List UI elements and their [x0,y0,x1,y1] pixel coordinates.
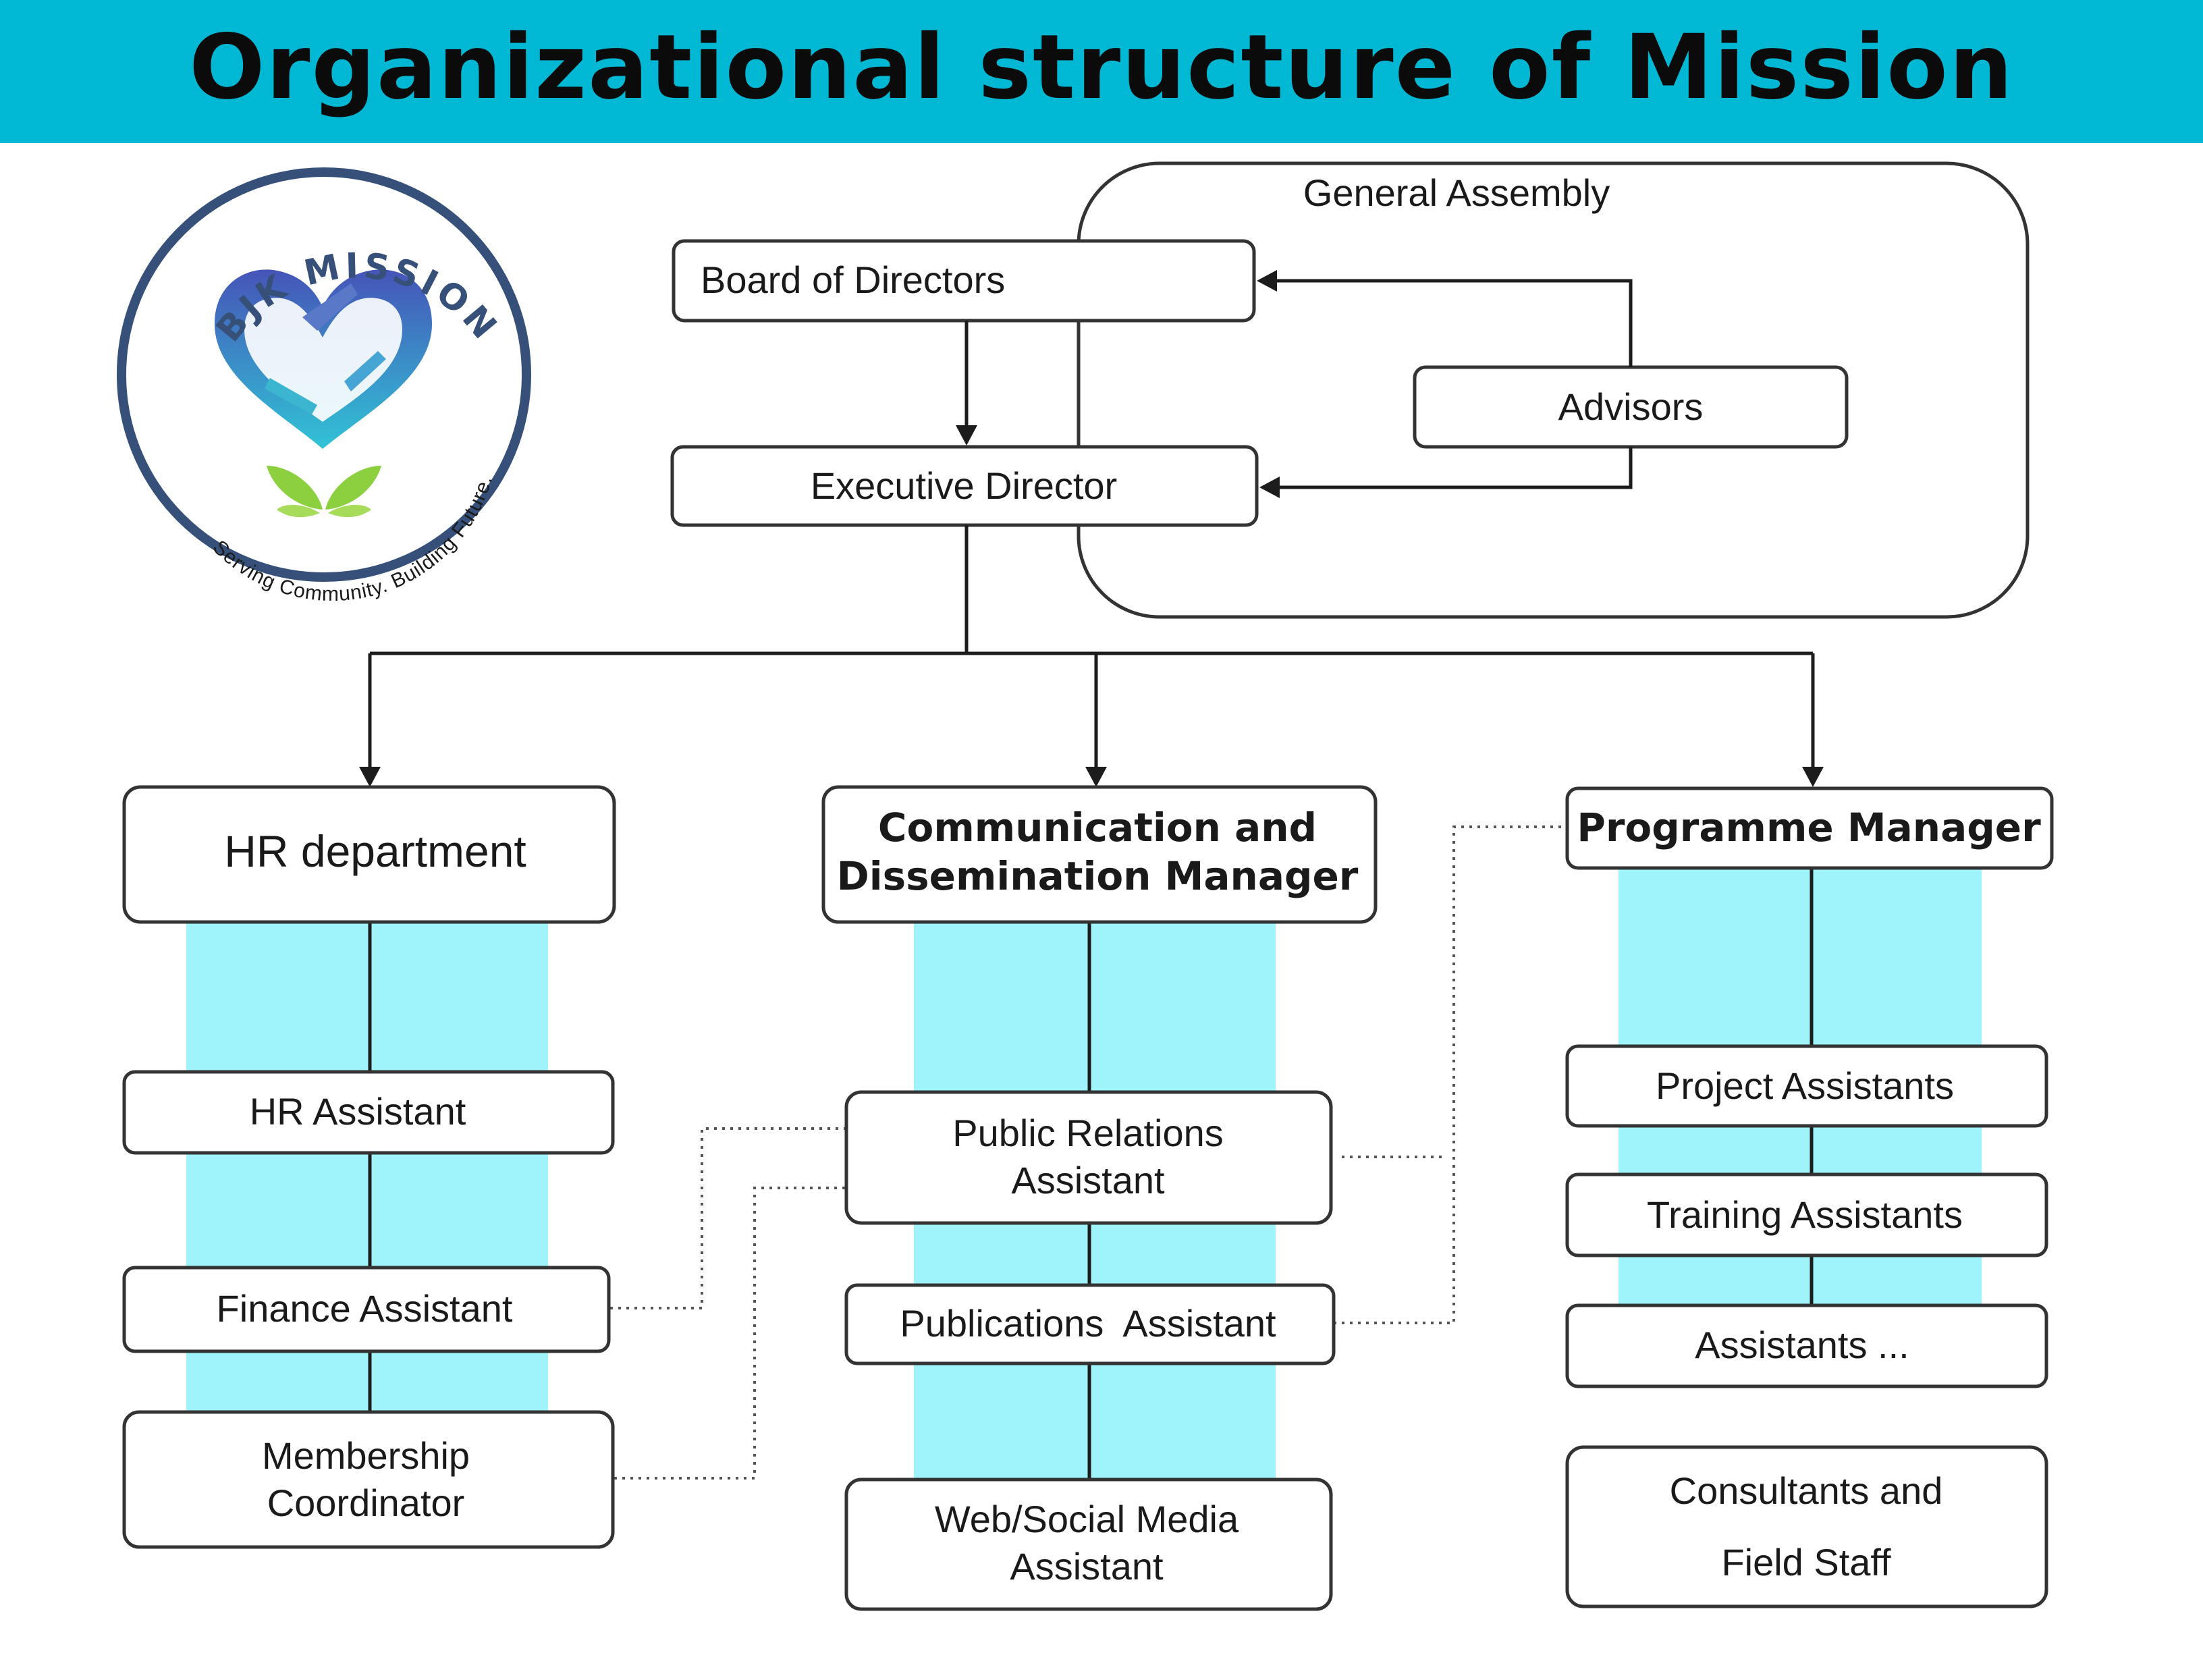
publications-assistant-box [844,1283,1336,1365]
comm-manager-label-line2: Dissemination Manager [837,853,1359,899]
finance-assistant-label: Finance Assistant [217,1287,513,1330]
web-social-media-box [844,1478,1333,1611]
hr-assistant-box [122,1070,615,1155]
consultants-field-staff-box [1565,1445,2048,1608]
leaf-sprout-icon [267,466,381,518]
assistants-label: Assistants ... [1695,1324,1909,1366]
page-title: Organizational structure of Mission [189,16,2014,119]
general-assembly-label: General Assembly [1303,171,1610,214]
assistants-box [1565,1303,2048,1388]
project-assistants-label: Project Assistants [1656,1064,1954,1107]
publications-assistant-label: Publications Assistant [900,1302,1276,1345]
arrow-board-to-executive-icon [956,425,977,445]
arrow-to-comm-icon [1085,767,1107,787]
title-banner [0,0,2203,143]
programme-manager-label: Programme Manager [1577,805,2041,850]
public-relations-box [844,1090,1333,1225]
hr-department-box [122,785,616,924]
governance-connectors [359,270,1824,787]
arrow-to-programme-icon [1802,767,1824,787]
executive-director-label: Executive Director [811,464,1117,507]
web-social-media-label-line1: Web/Social Media [935,1498,1239,1540]
board-of-directors-label: Board of Directors [701,259,1005,301]
advisors-label: Advisors [1558,385,1704,428]
public-relations-label-line1: Public Relations [952,1112,1224,1154]
comm-manager-label-line1: Communication and [878,805,1317,850]
consultants-field-staff-label-line1: Consultants and [1670,1469,1943,1512]
finance-assistant-box [122,1266,611,1353]
bjk-mission-logo: BJK MISSION Serving Community. Building … [117,167,531,605]
membership-coordinator-label-line1: Membership [262,1434,470,1477]
programme-manager-box [1565,786,2054,870]
arrow-advisors-to-executive-icon [1259,477,1280,498]
hr-department-label: HR department [224,826,526,876]
consultants-field-staff-label-line2: Field Staff [1721,1541,1891,1583]
arrow-advisors-to-board-icon [1257,270,1277,292]
comm-manager-box [821,785,1378,924]
training-assistants-label: Training Assistants [1647,1193,1963,1236]
dotted-cross-links [610,825,1566,1480]
membership-coordinator-box [122,1410,615,1549]
board-of-directors-box [672,239,1256,323]
general-assembly-frame [1077,161,2030,619]
web-social-media-label-line2: Assistant [1010,1545,1164,1588]
heart-hands-icon [215,269,432,449]
executive-director-box [670,445,1259,527]
project-assistants-box [1565,1044,2048,1128]
membership-coordinator-label-line2: Coordinator [267,1482,465,1524]
public-relations-label-line2: Assistant [1011,1159,1165,1201]
arrow-to-hr-icon [359,767,381,787]
hr-assistant-label: HR Assistant [250,1090,466,1133]
training-assistants-box [1565,1172,2048,1257]
